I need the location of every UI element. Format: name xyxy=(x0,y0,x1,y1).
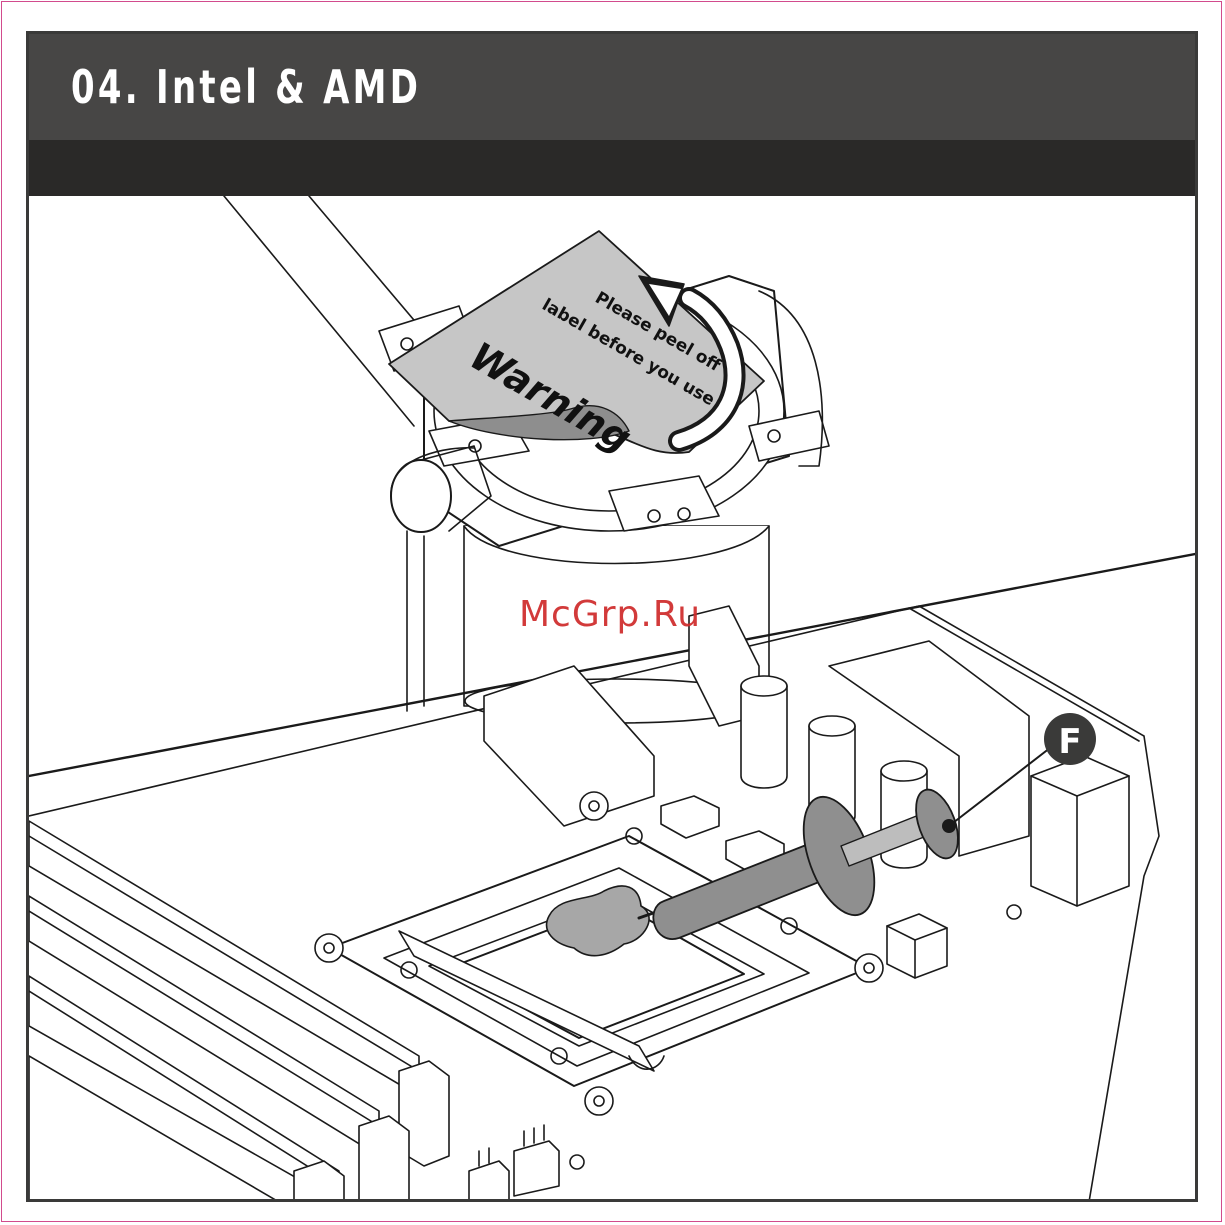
installation-illustration: Warning Please peel off label before you… xyxy=(29,196,1195,1202)
manual-page-frame: 04. Intel & AMD xyxy=(26,31,1198,1202)
page-title: 04. Intel & AMD xyxy=(71,64,421,110)
watermark: McGrp.Ru xyxy=(519,594,701,635)
sub-bar xyxy=(29,140,1195,196)
callout-f-label: F xyxy=(1058,722,1081,762)
title-bar: 04. Intel & AMD xyxy=(29,34,1195,140)
